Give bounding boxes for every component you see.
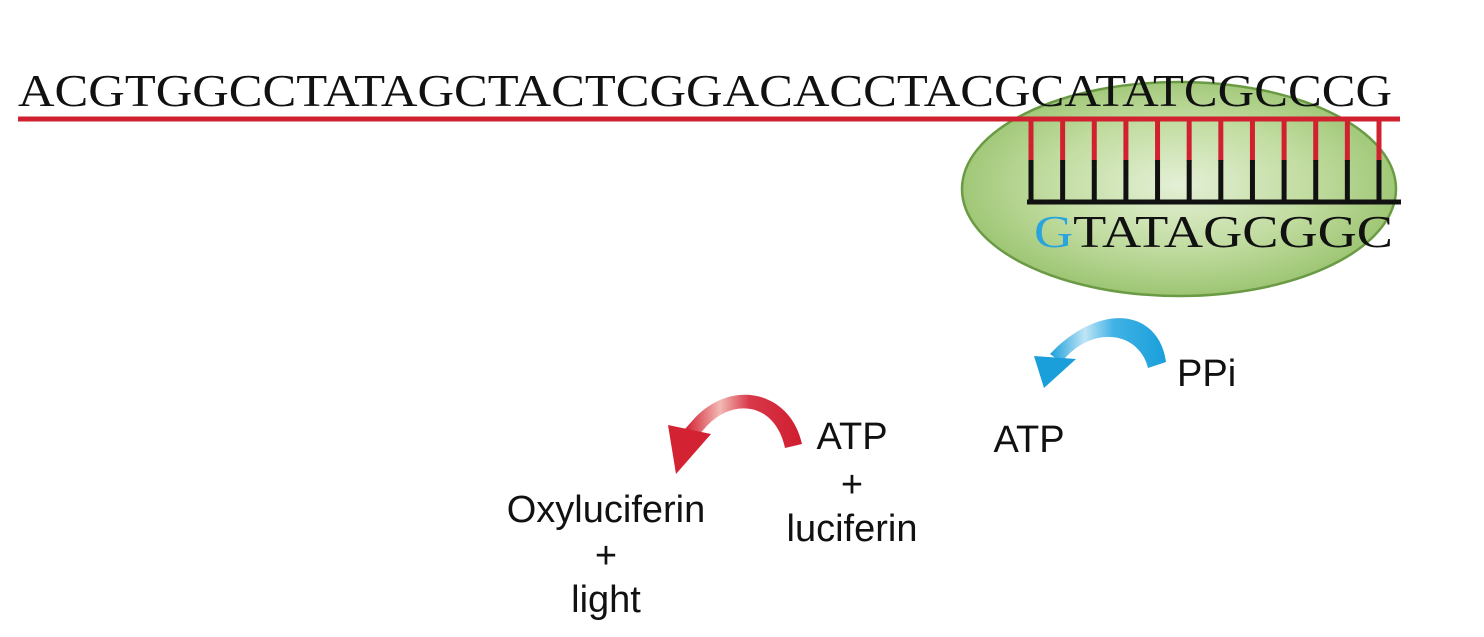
- light-label: light: [571, 579, 641, 621]
- ppi-label: PPi: [1177, 353, 1236, 395]
- base-pair-rungs: [1028, 120, 1382, 202]
- atp-product-label: ATP: [993, 419, 1064, 461]
- red-curved-arrow-icon: [668, 394, 802, 474]
- incorporated-base-g: G: [1034, 207, 1073, 257]
- polymerase-ellipse: [960, 80, 1398, 298]
- blue-curved-arrow-icon: [1034, 318, 1166, 388]
- plus-sign-reactants: +: [841, 464, 863, 506]
- template-sequence: ACGTGGCCTATAGCTACTCGGACACCTACGCATATCGCCC…: [18, 66, 1392, 116]
- luciferin-label: luciferin: [787, 508, 918, 550]
- oxyluciferin-label: Oxyluciferin: [507, 489, 706, 531]
- plus-sign-products: +: [595, 535, 617, 577]
- atp-reactant-label: ATP: [816, 416, 887, 458]
- existing-bases: TATAGCGGC: [1073, 207, 1393, 257]
